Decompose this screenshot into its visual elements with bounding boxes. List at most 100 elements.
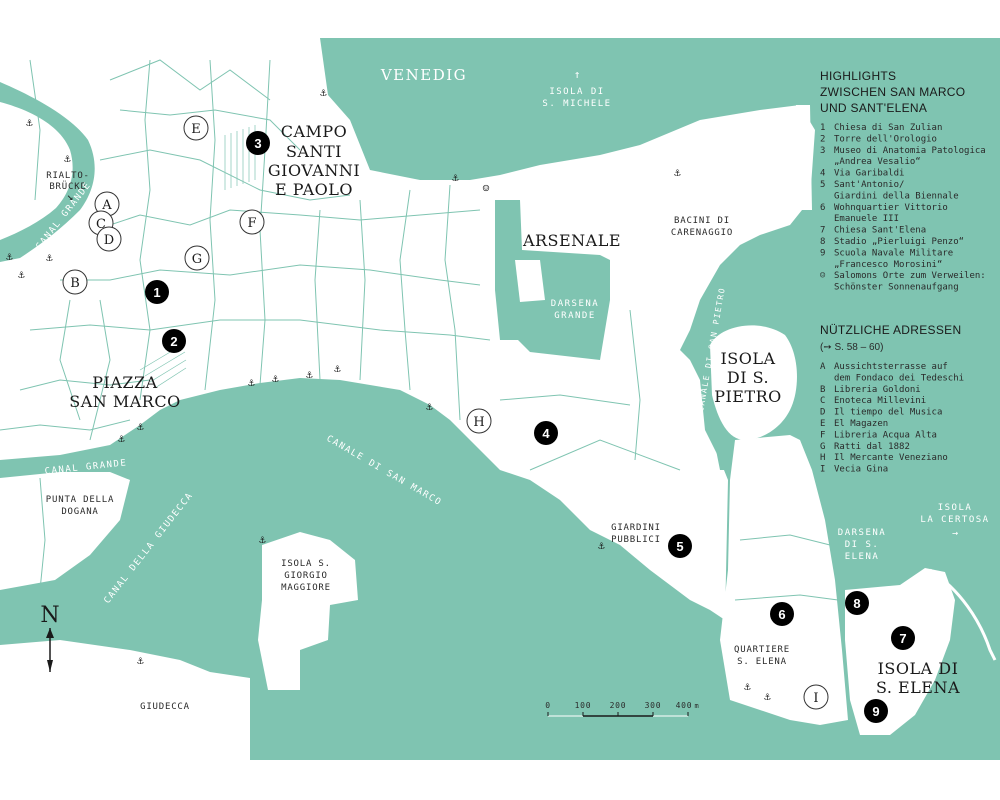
anchor-icon: ⚓ bbox=[136, 654, 144, 667]
anchor-icon: ⚓ bbox=[305, 368, 313, 381]
dorsoduro-island bbox=[0, 472, 130, 590]
arsenale-inner-land bbox=[515, 260, 545, 302]
highlight-item-text: Chiesa Sant'Elena bbox=[834, 226, 926, 236]
label-bacini-1: BACINI DI bbox=[674, 216, 730, 226]
district-isola-pietro-3: PIETRO bbox=[714, 387, 782, 406]
scale-tick-400: 400 bbox=[676, 701, 693, 710]
address-markers: A B C D E F G H I bbox=[62, 115, 829, 710]
marker-number: 5 bbox=[676, 539, 683, 554]
anchor-icon: ⚓ bbox=[247, 376, 255, 389]
marker-number: 8 bbox=[853, 596, 860, 611]
anchor-icon: ⚓ bbox=[258, 533, 266, 546]
label-darsena-elena-2: DI S. bbox=[845, 540, 880, 550]
label-quartiere-2: S. ELENA bbox=[737, 657, 787, 667]
marker-number: 6 bbox=[778, 607, 785, 622]
marker-number: 4 bbox=[542, 426, 550, 441]
marker-letter: D bbox=[104, 233, 114, 248]
district-campo-4: E PAOLO bbox=[275, 180, 353, 199]
highlight-marker-2[interactable]: 2 bbox=[162, 329, 186, 353]
marker-letter: F bbox=[247, 216, 256, 231]
highlight-marker-3[interactable]: 3 bbox=[246, 131, 270, 155]
highlight-item-text: Sant'Antonio/ bbox=[834, 180, 904, 190]
label-giardini-2: PUBBLICI bbox=[611, 535, 661, 545]
marker-letter: E bbox=[191, 122, 201, 137]
highlight-number: 3 bbox=[820, 146, 825, 156]
highlight-item-text: Museo di Anatomia Patologica bbox=[834, 146, 986, 156]
highlight-number: 1 bbox=[820, 123, 825, 133]
address-value: Ratti dal 1882 bbox=[834, 442, 910, 452]
scale-unit: m bbox=[694, 702, 699, 710]
addresses-ref: (➙ S. 58 – 60) bbox=[820, 342, 883, 353]
highlight-marker-8[interactable]: 8 bbox=[845, 591, 869, 615]
address-marker-e[interactable]: E bbox=[183, 115, 209, 141]
anchor-icon: ⚓ bbox=[333, 362, 341, 375]
address-marker-i[interactable]: I bbox=[803, 684, 829, 710]
anchor-icon: ⚓ bbox=[25, 116, 33, 129]
anchor-icons: ⚓ ⚓ ⚓ ⚓ ⚓ ⚓ ⚓ ⚓ ⚓ ⚓ ⚓ ⚓ ⚓ ⚓ ⚓ ⚓ ⚓ ⚓ ⚓ ⚓ bbox=[5, 86, 771, 703]
hatch-piazza bbox=[139, 344, 187, 389]
district-campo: CAMPO SANTI GIOVANNI E PAOLO bbox=[268, 122, 360, 199]
highlight-marker-4[interactable]: 4 bbox=[534, 421, 558, 445]
anchor-icon: ⚓ bbox=[451, 171, 459, 184]
district-isola-elena-1: ISOLA DI bbox=[878, 659, 959, 678]
venice-main-island bbox=[0, 38, 815, 620]
district-isola-elena-2: S. ELENA bbox=[876, 678, 960, 697]
highlight-marker-7[interactable]: 7 bbox=[891, 626, 915, 650]
arsenale-north-mole bbox=[796, 105, 812, 210]
anchor-icon: ⚓ bbox=[673, 166, 681, 179]
label-rialto-2: BRÜCKE bbox=[49, 181, 86, 192]
highlights-heading-1: HIGHLIGHTS bbox=[820, 69, 896, 83]
district-campo-3: GIOVANNI bbox=[268, 161, 360, 180]
district-piazza-2: SAN MARCO bbox=[69, 392, 180, 411]
anchor-icon: ⚓ bbox=[45, 251, 53, 264]
compass-tail bbox=[47, 660, 53, 672]
giudecca-island bbox=[0, 640, 250, 760]
certosa-mole bbox=[929, 568, 997, 661]
highlight-item-text: Chiesa di San Zulian bbox=[834, 123, 942, 133]
street-network bbox=[0, 59, 839, 601]
marker-letter: A bbox=[101, 198, 112, 213]
label-certosa-2: LA CERTOSA bbox=[920, 515, 989, 525]
marker-number: 7 bbox=[899, 631, 906, 646]
address-marker-h[interactable]: H bbox=[466, 408, 492, 434]
address-value: Vecia Gina bbox=[834, 465, 888, 475]
address-value: Enoteca Millevini bbox=[834, 396, 926, 406]
highlight-number: ☺ bbox=[820, 271, 826, 281]
anchor-icon: ⚓ bbox=[763, 690, 771, 703]
label-punta-2: DOGANA bbox=[61, 507, 98, 517]
address-key: E bbox=[820, 419, 825, 429]
anchor-icon: ⚓ bbox=[425, 400, 433, 413]
highlight-marker-5[interactable]: 5 bbox=[668, 534, 692, 558]
highlight-marker-1[interactable]: 1 bbox=[145, 280, 169, 304]
label-darsena-elena-3: ELENA bbox=[845, 552, 880, 562]
scale-tick-300: 300 bbox=[645, 701, 662, 710]
district-isola-pietro-2: DI S. bbox=[727, 368, 769, 387]
highlight-number: 4 bbox=[820, 169, 825, 179]
anchor-icon: ⚓ bbox=[271, 372, 279, 385]
highlights-heading-2: ZWISCHEN SAN MARCO bbox=[820, 85, 965, 99]
highlight-marker-6[interactable]: 6 bbox=[770, 602, 794, 626]
highlight-item-text: Torre dell'Orologio bbox=[834, 134, 937, 144]
district-isola-elena: ISOLA DI S. ELENA bbox=[876, 659, 960, 697]
compass-n-label: N bbox=[40, 603, 59, 628]
isola-s-elena bbox=[845, 568, 955, 735]
address-marker-f[interactable]: F bbox=[239, 209, 265, 235]
address-marker-g[interactable]: G bbox=[184, 245, 210, 271]
district-arsenale: ARSENALE bbox=[522, 231, 621, 250]
highlight-markers: 1 2 3 4 5 6 7 8 9 bbox=[145, 131, 915, 723]
address-marker-d[interactable]: D bbox=[96, 226, 122, 252]
highlight-number: 5 bbox=[820, 180, 825, 190]
highlight-item-text: Schönster Sonnenaufgang bbox=[834, 283, 959, 293]
anchor-icon: ⚓ bbox=[136, 420, 144, 433]
address-key: H bbox=[820, 453, 825, 463]
label-darsena-elena-1: DARSENA bbox=[838, 528, 886, 538]
highlight-marker-9[interactable]: 9 bbox=[864, 699, 888, 723]
address-marker-b[interactable]: B bbox=[62, 269, 88, 295]
marker-letter: G bbox=[192, 252, 202, 267]
district-isola-pietro-1: ISOLA bbox=[720, 349, 775, 368]
district-piazza-1: PIAZZA bbox=[92, 373, 157, 392]
marker-number: 9 bbox=[872, 704, 879, 719]
